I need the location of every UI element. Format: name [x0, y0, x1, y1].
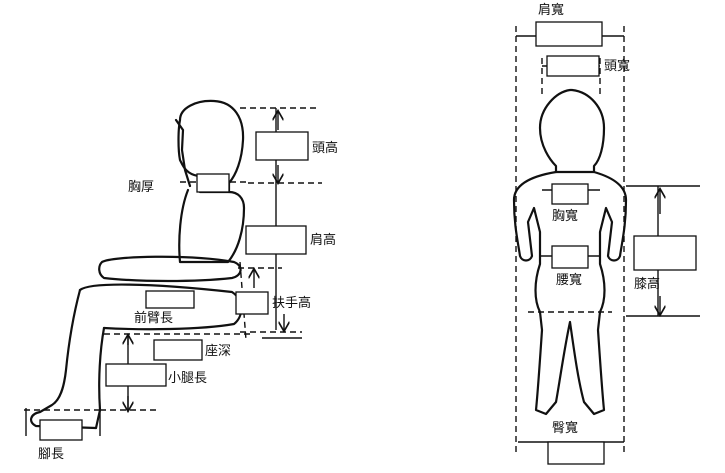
waist-width-box: [551, 245, 589, 269]
seated-arm: [98, 255, 242, 283]
hip-width-box: [547, 441, 605, 465]
shoulder-height-box: [245, 225, 307, 255]
knee-height-box: [633, 235, 697, 271]
standing-head-outline: [538, 88, 606, 174]
knee-height-label: 膝高: [634, 276, 660, 292]
shoulder-height-label: 肩高: [310, 232, 336, 248]
seated-head-outline: [177, 99, 245, 194]
forearm-length-box: [145, 290, 195, 309]
seated-torso: [178, 188, 246, 264]
head-width-box: [546, 55, 600, 77]
head-height-label: 頭高: [312, 140, 338, 156]
seated-lower-leg: [30, 288, 98, 430]
seat-depth-label: 座深: [205, 344, 231, 359]
armrest-height-box: [235, 291, 269, 315]
chest-depth-box: [196, 173, 230, 193]
lower-leg-length-box: [105, 363, 167, 387]
chest-depth-label: 胸厚: [128, 180, 154, 195]
seated-neck-back: [174, 118, 192, 188]
forearm-length-label: 前臂長: [134, 310, 173, 326]
seated-dimension-lines: [24, 107, 322, 436]
foot-length-label: 腳長: [38, 447, 64, 462]
standing-figure: [512, 88, 628, 416]
shoulder-width-label: 肩寬: [538, 2, 564, 18]
lower-leg-length-label: 小腿長: [168, 371, 207, 386]
armrest-height-label: 扶手高: [272, 295, 311, 311]
waist-width-label: 腰寬: [556, 272, 582, 288]
head-height-box: [255, 131, 309, 161]
foot-length-box: [39, 419, 83, 441]
seat-depth-box: [153, 339, 203, 361]
standing-body-outline: [512, 170, 628, 416]
hip-width-label: 臀寬: [552, 420, 578, 436]
head-width-label: 頭寬: [604, 58, 630, 74]
chest-width-box: [551, 183, 589, 205]
chest-width-label: 胸寬: [552, 208, 578, 224]
shoulder-width-box: [535, 21, 603, 47]
